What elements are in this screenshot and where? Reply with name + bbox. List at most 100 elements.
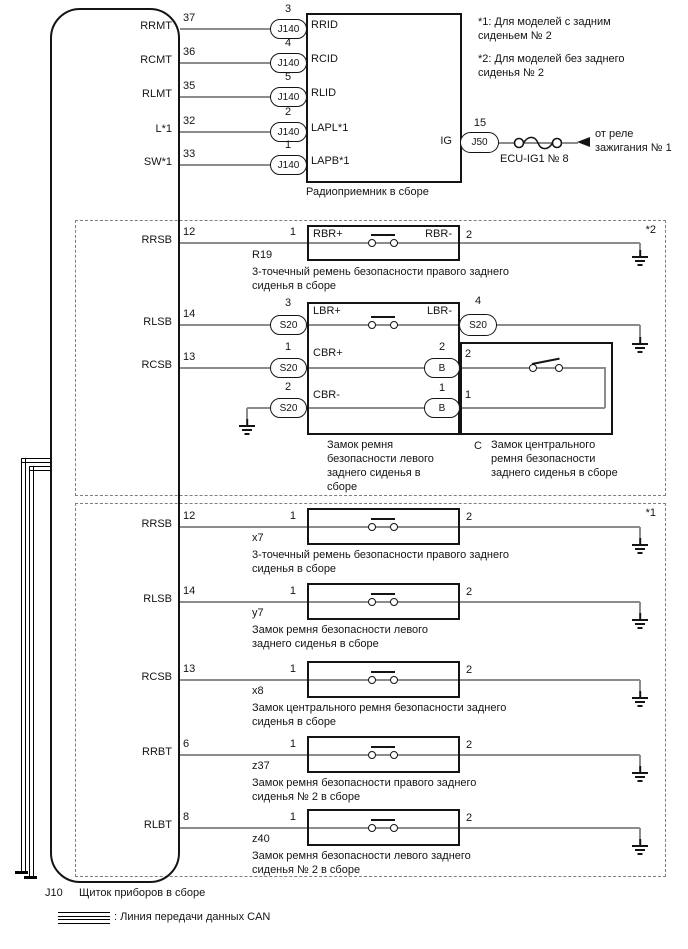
instrument-cluster-box (50, 8, 180, 883)
component-label: Замок центрального (491, 439, 596, 451)
can-legend-icon (58, 912, 110, 917)
switch-icon (368, 234, 398, 248)
belt-switch-box (307, 661, 460, 698)
can-line-icon (29, 466, 34, 876)
connector-pill: J140 (270, 122, 307, 142)
pin-number: 1 (289, 226, 296, 238)
wire (180, 131, 270, 133)
connector-pin: 3 (284, 297, 292, 309)
pin-number: 6 (183, 738, 190, 750)
wire (180, 526, 640, 528)
cluster-terminal: RCMT (140, 54, 172, 66)
wire (639, 527, 641, 538)
connector-pin: 2 (284, 381, 292, 393)
pin-number: 2 (466, 739, 473, 751)
wire (639, 828, 641, 839)
fuse-icon (513, 136, 562, 150)
fuse-label: ECU-IG1 № 8 (500, 153, 569, 165)
connector-pin: 3 (284, 3, 292, 15)
connector-pill: J140 (270, 155, 307, 175)
footnote: *1: Для моделей с задним (478, 16, 611, 28)
component-label: 3-точечный ремень безопасности правого з… (252, 549, 509, 561)
component-label: сиденья № 2 в сборе (252, 864, 361, 876)
can-line-icon (21, 458, 26, 871)
pin-number: 2 (466, 664, 473, 676)
cluster-terminal: L*1 (155, 123, 172, 135)
connector-pin: 1 (284, 341, 292, 353)
belt-switch-box (307, 809, 460, 846)
terminal-label: LBR+ (313, 305, 341, 317)
connector-pin: 1 (438, 382, 446, 394)
wire (180, 601, 640, 603)
switch-icon (368, 819, 398, 833)
wire (639, 680, 641, 691)
pin-number: 1 (289, 811, 296, 823)
pin-number: 32 (183, 115, 196, 127)
can-line-icon (21, 458, 51, 463)
cluster-terminal: RLMT (142, 88, 172, 100)
pin-number: 14 (183, 308, 196, 320)
pin-number: 36 (183, 46, 196, 58)
cluster-code: J10 (45, 887, 63, 899)
switch-icon (368, 518, 398, 532)
switch-icon (368, 593, 398, 607)
belt-switch-box (307, 736, 460, 773)
connector-code: x8 (252, 685, 264, 697)
legend-text: : Линия передачи данных CAN (114, 911, 271, 923)
radio-receiver-box (306, 13, 462, 183)
pin-number: 2 (465, 348, 472, 360)
component-label: ремня безопасности (491, 453, 596, 465)
ground-icon (632, 337, 648, 355)
connector-pin: 2 (438, 341, 446, 353)
component-label: 3-точечный ремень безопасности правого з… (252, 266, 509, 278)
connector-code: z37 (252, 760, 270, 772)
cluster-terminal: RCSB (141, 359, 172, 371)
switch-icon (529, 357, 563, 373)
pin-number: 8 (183, 811, 190, 823)
component-label: Замок центрального ремня безопасности за… (252, 702, 507, 714)
footnote: сиденьем № 2 (478, 30, 552, 42)
ground-icon (239, 419, 255, 437)
cluster-terminal: RRBT (142, 746, 172, 758)
connector-code: y7 (252, 607, 264, 619)
power-source-label: от реле (595, 128, 634, 140)
terminal-label: LBR- (426, 305, 452, 317)
wire (639, 602, 641, 613)
terminal-label: IG (440, 135, 452, 147)
cluster-terminal: RRSB (141, 518, 172, 530)
pin-number: 13 (183, 663, 196, 675)
component-label: сиденья в сборе (252, 563, 337, 575)
cluster-terminal: SW*1 (143, 156, 172, 168)
ground-icon (632, 250, 648, 268)
ground-icon (632, 766, 648, 784)
belt-switch-box (307, 583, 460, 620)
can-legend-icon (58, 919, 110, 924)
wire (639, 243, 641, 250)
component-label: заднего сиденья в (327, 467, 421, 479)
wire (180, 679, 640, 681)
arrow-left-icon (577, 137, 590, 147)
connector-pill: S20 (270, 315, 307, 335)
ground-icon (632, 691, 648, 709)
pin-number: 1 (289, 738, 296, 750)
connector-code: x7 (252, 532, 264, 544)
component-label: сиденья № 2 в сборе (252, 791, 361, 803)
component-label: Замок ремня безопасности левого (252, 624, 429, 636)
wire (639, 325, 641, 337)
wire (180, 96, 270, 98)
wire (180, 367, 605, 369)
switch-icon (368, 316, 398, 330)
connector-pin: 15 (473, 117, 487, 129)
center-buckle-box (460, 342, 613, 435)
connector-pill: S20 (270, 398, 307, 418)
pin-number: 1 (465, 389, 472, 401)
connector-code: z40 (252, 833, 270, 845)
ground-icon (632, 613, 648, 631)
connector-pill: J140 (270, 53, 307, 73)
pin-number: 1 (289, 585, 296, 597)
pin-number: 14 (183, 585, 196, 597)
wire (180, 324, 640, 326)
connector-pin: 5 (284, 71, 292, 83)
footnote: *2: Для моделей без заднего (478, 53, 625, 65)
wire (180, 827, 640, 829)
